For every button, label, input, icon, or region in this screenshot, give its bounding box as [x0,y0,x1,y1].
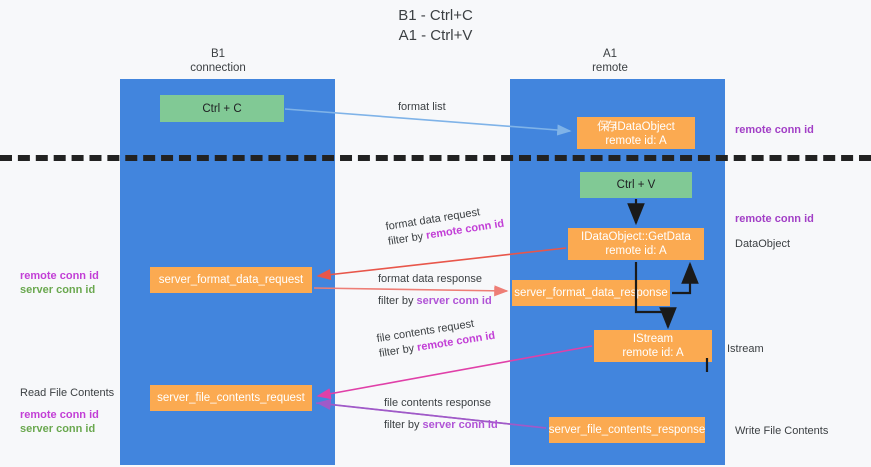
filter-prefix: filter by [384,419,423,431]
edge-label-format-data-response-text: format data response [378,273,482,285]
title-line-2: A1 - Ctrl+V [398,27,473,44]
annotation-right-dataobject: remote conn id DataObject [735,212,814,251]
node-idataobject[interactable]: 保存IDataObject remote id: A [577,117,695,149]
filter-prefix: filter by [378,295,417,307]
edge-label-file-contents-response-text: file contents response [384,397,492,409]
node-ctrl-v[interactable]: Ctrl + V [580,172,692,198]
title-line-1: B1 - Ctrl+C [398,7,473,24]
page-title: B1 - Ctrl+C A1 - Ctrl+V [0,6,871,46]
column-header-a1: A1 remote [552,47,668,75]
node-idataobject-getdata[interactable]: IDataObject::GetData remote id: A [568,228,704,260]
annotation-server-conn-id: server conn id [20,423,96,435]
column-b1-sub: connection [190,62,246,74]
node-ctrl-c-label: Ctrl + C [202,102,242,115]
annotation-dataobject-label: DataObject [735,238,791,250]
node-idataobject-name: IDataObject [614,120,675,133]
column-a1-name: A1 [602,48,618,60]
node-server-file-contents-request[interactable]: server_file_contents_request [150,385,312,411]
node-idataobject-sub: remote id: A [605,134,667,147]
node-server-format-data-request[interactable]: server_format_data_request [150,267,312,293]
node-idataobject-label: 保存IDataObject [597,119,675,134]
annotation-remote-conn-id: remote conn id [20,270,99,282]
annotation-read-file-contents-label: Read File Contents [20,387,115,399]
node-server-file-contents-request-label: server_file_contents_request [157,392,305,404]
annotation-right-write-file-contents: Write File Contents [735,424,828,438]
node-server-format-data-response[interactable]: server_format_data_response [512,280,670,306]
filter-key-server-conn-id: server conn id [422,419,498,431]
node-server-file-contents-response[interactable]: server_file_contents_response [549,417,705,443]
annotation-right-remote-conn-id-top: remote conn id [735,123,814,137]
edge-label-file-contents-request: file contents request filter by remote c… [376,314,497,362]
edge-label-file-contents-response-filter: filter by server conn id [384,418,498,433]
node-getdata-sub: remote id: A [605,245,667,257]
node-getdata-label: IDataObject::GetData [581,231,691,243]
annotation-server-conn-id: server conn id [20,284,96,296]
edge-label-format-data-request: format data request filter by remote con… [385,202,506,250]
node-istream-label: IStream [632,333,674,345]
edge-label-file-contents-response: file contents response filter by server … [384,396,498,433]
node-ctrl-c[interactable]: Ctrl + C [160,95,284,122]
edge-label-format-data-response-filter: filter by server conn id [378,294,492,309]
annotation-istream-label: Istream [727,343,764,355]
node-server-file-contents-response-label: server_file_contents_response [548,424,706,436]
annotation-remote-conn-id: remote conn id [735,124,814,136]
node-server-format-data-response-label: server_format_data_response [514,287,668,299]
annotation-remote-conn-id: remote conn id [20,409,99,421]
node-ctrl-v-label: Ctrl + V [616,179,656,191]
column-header-b1: B1 connection [160,47,276,75]
annotation-read-file-contents: Read File Contents remote conn id server… [20,386,114,436]
column-a1-sub: remote [592,62,628,74]
node-server-format-data-request-label: server_format_data_request [158,274,304,286]
node-istream-sub: remote id: A [622,347,684,359]
node-istream[interactable]: IStream remote id: A [594,330,712,362]
edge-label-format-list-text: format list [398,101,446,113]
edge-label-format-data-response: format data response filter by server co… [378,272,492,309]
column-b1-name: B1 [210,48,226,60]
phase-separator-divider [0,155,871,161]
node-idataobject-prefix: 保存 [597,118,617,133]
edge-label-format-list: format list [398,100,446,115]
annotation-left-conn-ids: remote conn id server conn id [20,269,99,297]
annotation-right-istream: Istream [727,342,764,356]
filter-key-server-conn-id: server conn id [416,295,492,307]
annotation-write-file-contents-label: Write File Contents [735,425,829,437]
annotation-remote-conn-id: remote conn id [735,213,814,225]
